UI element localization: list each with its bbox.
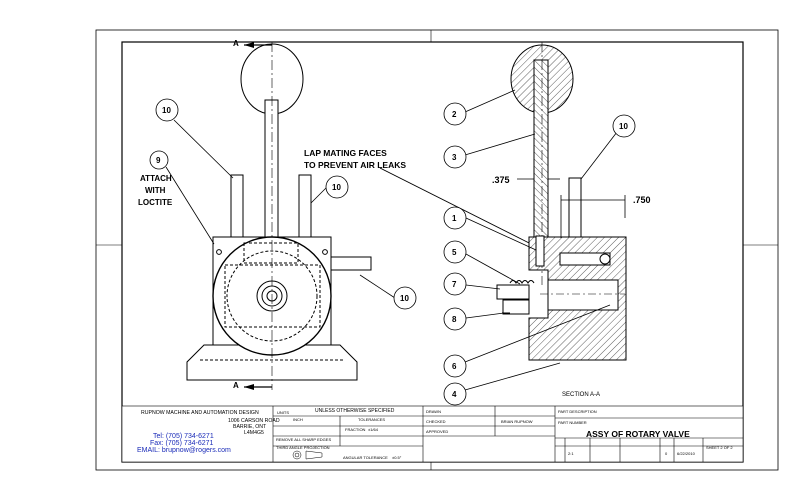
title-block — [121, 405, 744, 463]
company-tel: Tel: (705) 734-6271 — [153, 433, 214, 440]
drawing-title: ASSY OF ROTARY VALVE — [586, 429, 690, 439]
sheet-border — [95, 29, 779, 471]
checked-label: CHECKED — [426, 419, 446, 424]
lap-note: LAP MATING FACES TO PREVENT AIR LEAKS — [304, 148, 406, 170]
svg-text:ATTACH: ATTACH — [140, 174, 172, 183]
approved-label: APPROVED — [426, 429, 448, 434]
part-description-label: PART DESCRIPTION — [558, 409, 597, 414]
company-address-2: BARRIE, ONT — [233, 424, 267, 430]
balloon-5: 5 — [452, 248, 457, 257]
unless-specified: UNLESS OTHERWISE SPECIFIED — [315, 408, 395, 414]
dimension-750-label: .750 — [633, 195, 651, 205]
svg-text:LOCTITE: LOCTITE — [138, 198, 173, 207]
units-value: INCH — [293, 417, 303, 422]
angular-value: ±0.5° — [392, 455, 402, 460]
section-balloons — [443, 89, 636, 406]
svg-text:LAP MATING FACES: LAP MATING FACES — [304, 148, 387, 158]
section-pin — [568, 177, 582, 238]
section-label-bottom: A — [233, 381, 239, 390]
third-angle: THIRD ANGLE PROJECTION — [276, 445, 330, 450]
part-number-label: PART NUMBER — [558, 420, 587, 425]
balloon-1: 1 — [452, 214, 457, 223]
balloon-10-left-bottom: 10 — [400, 294, 409, 303]
balloon-4: 4 — [452, 390, 457, 399]
section-stem — [533, 59, 549, 267]
svg-text:WITH: WITH — [145, 186, 166, 195]
side-pin — [330, 256, 372, 271]
section-arrow-bottom: A — [233, 381, 272, 390]
tolerances-label: TOLERANCES — [358, 417, 385, 422]
rev-value: 0 — [665, 451, 668, 456]
balloon-3: 3 — [452, 153, 457, 162]
dimension-750 — [560, 195, 626, 238]
section-arrow-top: A — [233, 39, 272, 48]
company-name: RUPNOW MACHINE AND AUTOMATION DESIGN — [141, 410, 259, 416]
pin-right — [298, 174, 312, 238]
company-address-1: 1006 CARSON ROAD — [228, 418, 280, 424]
fraction-label: FRACTION — [345, 427, 366, 432]
remove-edges: REMOVE ALL SHARP EDGES — [276, 437, 331, 442]
company-fax: Fax: (705) 734-6271 — [150, 440, 214, 447]
svg-text:TO PREVENT AIR LEAKS: TO PREVENT AIR LEAKS — [304, 160, 406, 170]
units-label: UNITS — [277, 410, 289, 415]
balloon-2: 2 — [452, 110, 457, 119]
dimension-375-label: .375 — [492, 175, 510, 185]
company-email: EMAIL: brupnow@rogers.com — [137, 447, 231, 454]
balloon-10-left-top: 10 — [162, 106, 171, 115]
balloon-10-right: 10 — [619, 122, 628, 131]
angular-label: ANGULAR TOLERANCE — [343, 455, 388, 460]
section-view-label: SECTION A-A — [562, 392, 600, 398]
drawn-by: BRIAN RUPNOW — [501, 419, 533, 424]
balloon-8: 8 — [452, 315, 457, 324]
balloon-7: 7 — [452, 280, 457, 289]
section-view — [496, 42, 627, 361]
loctite-note: ATTACH WITH LOCTITE — [138, 174, 173, 207]
balloon-9: 9 — [156, 156, 161, 165]
pin-left — [230, 174, 244, 238]
sheet-number: SHEET 2 OF 2 — [706, 445, 733, 450]
date-value: 6/22/2010 — [677, 451, 696, 456]
left-balloons — [149, 98, 550, 310]
company-postal: L4M4G5 — [244, 430, 264, 436]
drawn-label: DRAWN — [426, 409, 441, 414]
balloon-10-left-right: 10 — [332, 183, 341, 192]
balloon-6: 6 — [452, 362, 457, 371]
fraction-value: ±1/64 — [368, 427, 379, 432]
projection-symbol — [292, 450, 323, 460]
section-label-top: A — [233, 39, 239, 48]
scale-value: 2:1 — [568, 451, 574, 456]
dimension-375 — [517, 175, 560, 183]
front-view — [186, 42, 372, 390]
